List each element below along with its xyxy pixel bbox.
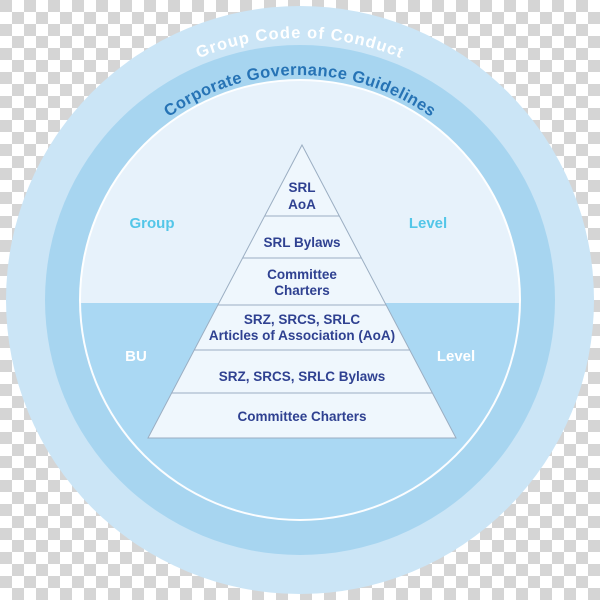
pyramid-level-text-line: Charters (274, 283, 330, 298)
pyramid-level-committee-charters-group: Committee Charters (162, 267, 442, 299)
pyramid-level-text-line: AoA (288, 197, 316, 212)
pyramid-level-text-line: Committee Charters (237, 409, 367, 424)
middle-ring-label: Corporate Governance Guidelines (161, 61, 439, 121)
outer-ring-label: Group Code of Conduct (193, 24, 406, 62)
bu-label: BU (125, 348, 147, 365)
pyramid-level-committee-charters-bu: Committee Charters (162, 409, 442, 425)
level-label-top: Level (408, 215, 448, 232)
pyramid-level-text-line: Articles of Association (AoA) (208, 328, 396, 343)
pyramid-shape (147, 143, 457, 439)
pyramid-level-srl-bylaws: SRL Bylaws (162, 235, 442, 251)
pyramid-level-text-line: SRL (288, 180, 316, 195)
pyramid-level-text-line: SRZ, SRCS, SRLC (243, 312, 361, 327)
level-label-bottom: Level (436, 348, 476, 365)
group-label: Group (129, 215, 175, 232)
pyramid-level-srz-bylaws: SRZ, SRCS, SRLC Bylaws (162, 369, 442, 385)
pyramid-level-text-line: Committee (267, 267, 337, 282)
pyramid-level-text-line: SRL Bylaws (263, 235, 341, 250)
pyramid-level-text-line: SRZ, SRCS, SRLC Bylaws (218, 369, 386, 384)
pyramid-level-srz-aoa: SRZ, SRCS, SRLC Articles of Association … (162, 312, 442, 344)
pyramid-level-srl-aoa: SRL AoA (162, 179, 442, 213)
